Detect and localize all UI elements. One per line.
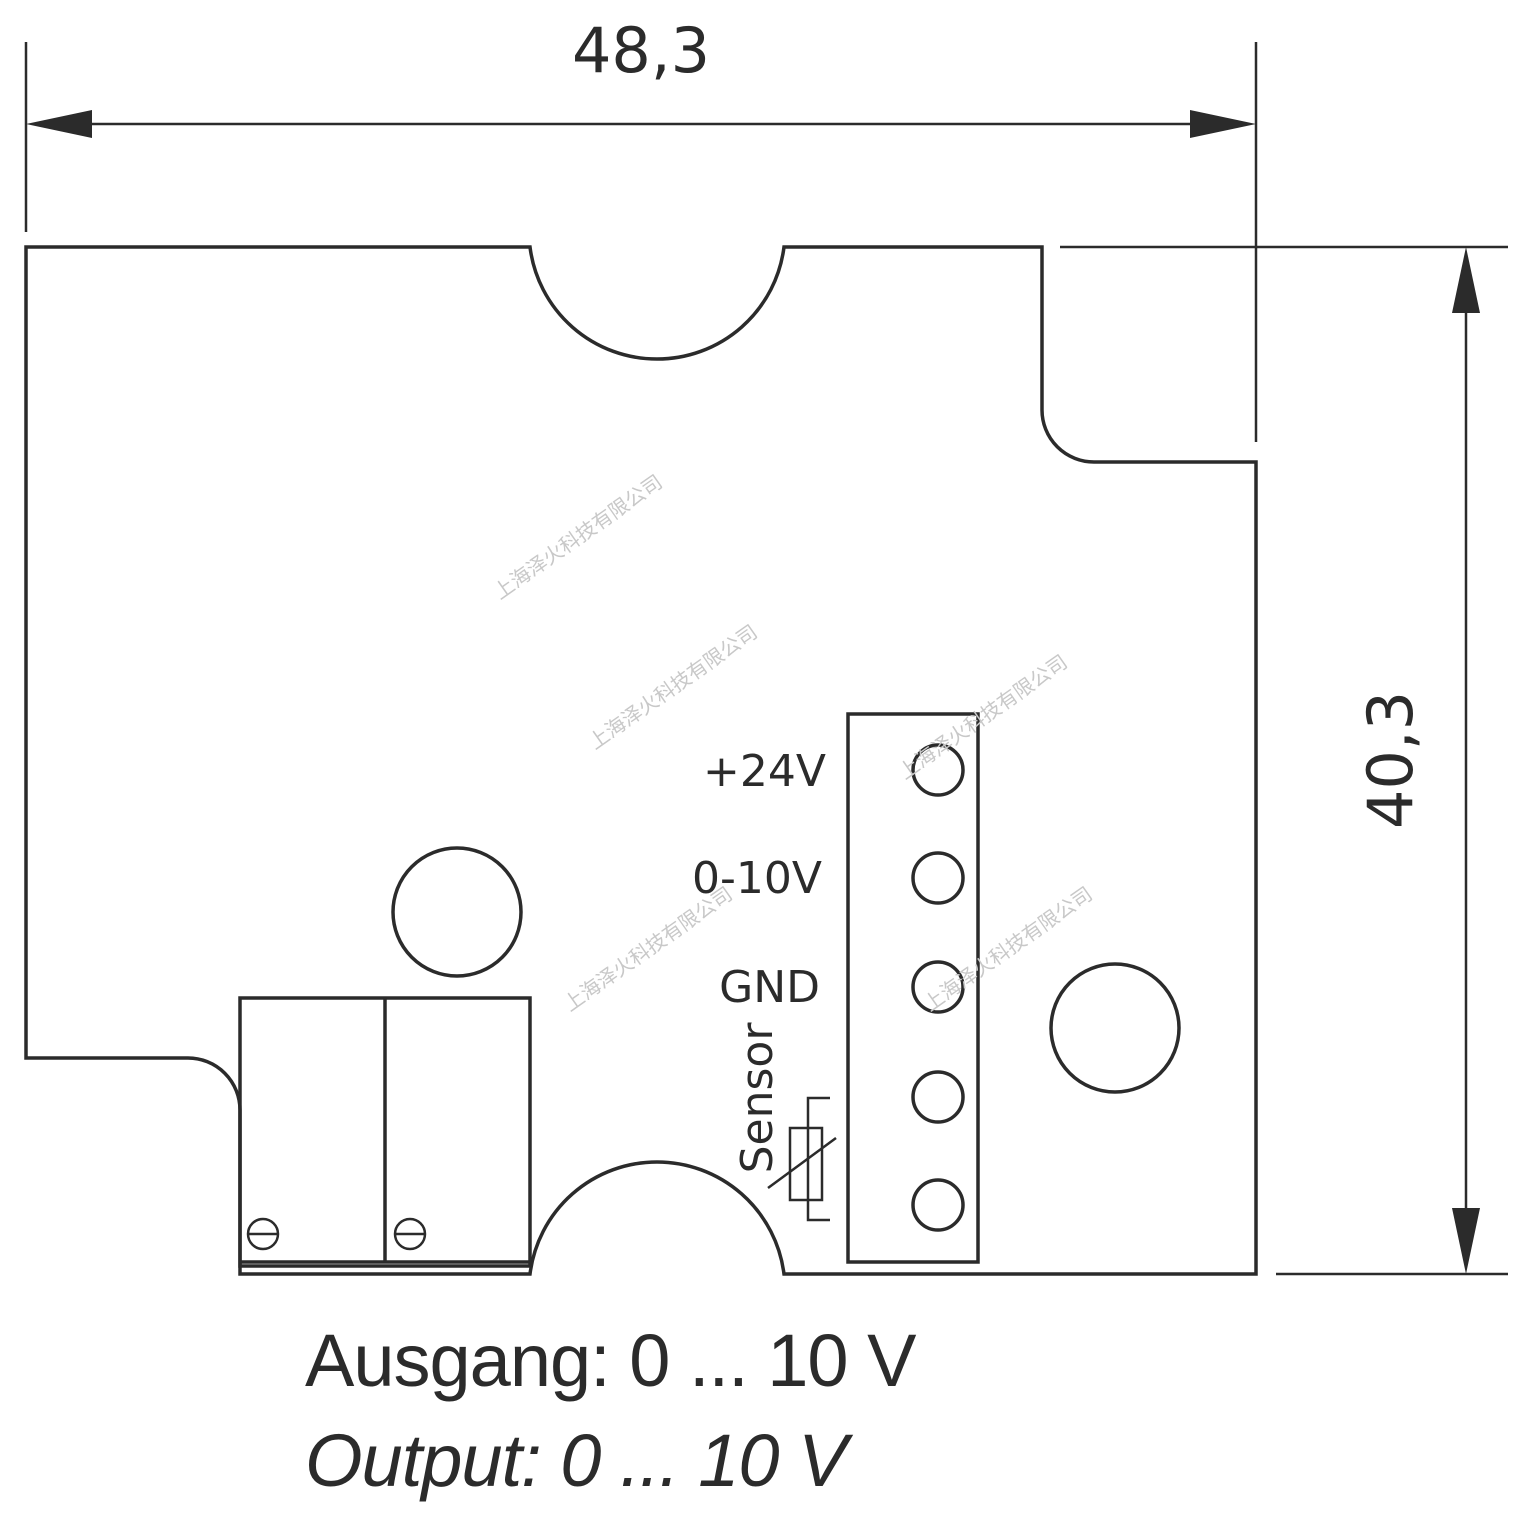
board-outline: [24, 245, 1258, 1276]
height-arrow-top: [1452, 247, 1480, 313]
height-dimension: 40,3: [1060, 245, 1508, 1276]
connector-body: [846, 712, 980, 1264]
watermark-2: 上海泽火科技有限公司: [584, 620, 762, 754]
thermistor-icon: [767, 1096, 837, 1222]
watermark-1: 上海泽火科技有限公司: [489, 470, 667, 604]
pin-5: [911, 1178, 965, 1232]
pin-3: [911, 960, 965, 1014]
width-arrow-right: [1190, 110, 1256, 138]
pin-label-0-10v: 0-10V: [692, 853, 822, 904]
screw-left-icon: [246, 1217, 280, 1251]
height-arrow-bottom: [1452, 1208, 1480, 1274]
caption-output-english: Output: 0 ... 10 V: [305, 1419, 847, 1502]
mounting-hole-right: [1049, 962, 1181, 1094]
pin-4: [911, 1070, 965, 1124]
connector-block: [846, 712, 980, 1264]
width-dimension-label: 48,3: [572, 14, 710, 87]
watermark-4: 上海泽火科技有限公司: [559, 882, 737, 1016]
caption-output-german: Ausgang: 0 ... 10 V: [305, 1319, 916, 1402]
screw-right-icon: [393, 1217, 427, 1251]
mounting-hole-left: [391, 846, 523, 978]
pin-2: [911, 851, 965, 905]
height-dimension-label: 40,3: [1354, 691, 1427, 829]
width-dimension: 48,3: [24, 14, 1258, 442]
watermark-group: 上海泽火科技有限公司 上海泽火科技有限公司 上海泽火科技有限公司 上海泽火科技有…: [489, 470, 1097, 1016]
pin-label-sensor: Sensor: [732, 1022, 783, 1174]
pin-label-gnd: GND: [719, 962, 820, 1013]
width-arrow-left: [26, 110, 92, 138]
watermark-3: 上海泽火科技有限公司: [894, 650, 1072, 784]
pin-1: [911, 743, 965, 797]
output-terminal-block: [238, 996, 532, 1268]
pin-label-24v: +24V: [703, 746, 826, 797]
